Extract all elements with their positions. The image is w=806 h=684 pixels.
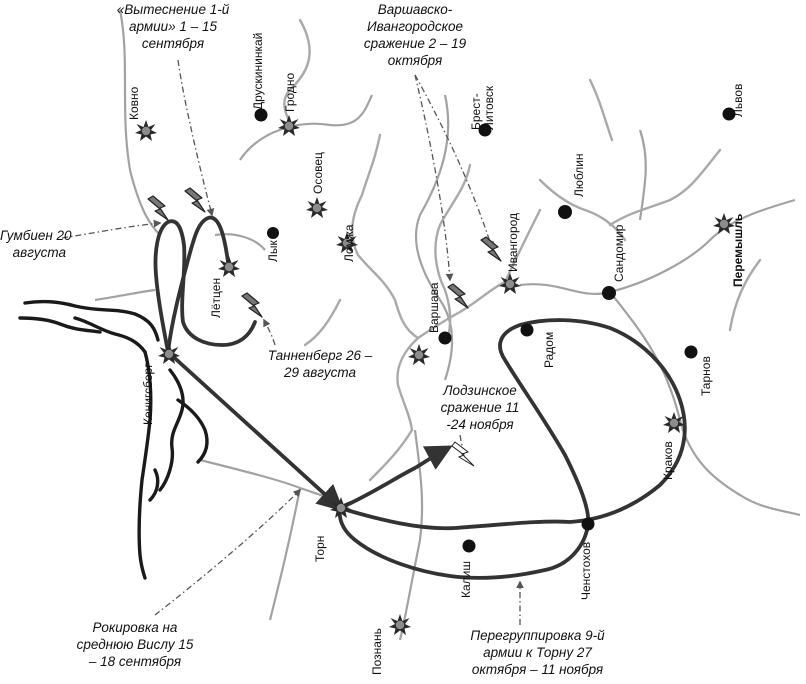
lyotsen-fortress-icon xyxy=(218,256,240,277)
annotation-varsh-ivang: Варшавско- Ивангородское сражение 2 – 19… xyxy=(363,2,467,68)
city-label-lublin: Люблин xyxy=(572,153,586,197)
city-label-poznan: Познань xyxy=(370,628,384,675)
city-label-peremyshl: Перемышль xyxy=(731,213,745,287)
city-label-grodno: Гродно xyxy=(283,72,297,112)
city-label-varshava: Варшава xyxy=(427,282,441,333)
army-routes xyxy=(153,215,687,580)
city-label-osovets: Осовец xyxy=(311,152,325,194)
city-label-sandomir: Сандомир xyxy=(612,224,626,282)
city-label-tarnov: Тарнов xyxy=(699,356,713,396)
frontier-lines xyxy=(94,9,801,641)
city-label-chenstokhov: Ченстохов xyxy=(579,541,593,600)
annotation-vytesnenie: «Вытеснение 1-й армии» 1 – 15 сентября xyxy=(116,2,230,51)
annotation-gumbinen: Гумбиен 20 августа xyxy=(0,228,72,260)
novogeorgievsk-fortress-icon xyxy=(408,344,430,365)
city-label-lyk: Лык xyxy=(266,240,280,262)
city-label-kalish: Калиш xyxy=(459,561,473,598)
city-label-radom: Радом xyxy=(542,331,556,368)
rivers xyxy=(283,18,762,482)
city-label-krakov: Краков xyxy=(661,441,675,480)
annotation-tannenberg: Танненберг 26 – 29 августа xyxy=(267,348,373,380)
annotation-peregruppirovka: Перегруппировка 9-й армии к Торну 27 окт… xyxy=(470,628,605,677)
city-dots xyxy=(254,107,736,553)
city-label-lomzha: Ломжа xyxy=(342,224,356,263)
city-label-kenigsberg: Кенигсберг xyxy=(141,363,155,425)
kovno-fortress-icon xyxy=(135,120,157,141)
osovets-fortress-icon xyxy=(306,197,328,218)
annotation-rokirovka: Рокировка на среднюю Вислу 15 – 18 сентя… xyxy=(76,620,194,669)
coastline xyxy=(18,299,209,580)
fortresses xyxy=(135,115,735,635)
leader-lines xyxy=(61,59,524,625)
city-label-kovno: Ковно xyxy=(127,86,141,120)
poznan-fortress-icon xyxy=(389,614,411,635)
city-label-brest: Брест- Литовск xyxy=(469,85,496,130)
city-label-druskininkai: Друскининкай xyxy=(251,32,265,110)
annotation-lodz: Лодзинское сражение 11 -24 ноября xyxy=(440,383,520,432)
city-label-ivangorod: Ивангород xyxy=(506,212,520,272)
battle-bolts xyxy=(147,187,502,467)
lodz-bolt-icon xyxy=(451,441,475,467)
city-label-lyotsen: Лётцен xyxy=(209,277,223,318)
city-label-torn: Торн xyxy=(313,535,327,562)
city-label-lvov: Львов xyxy=(731,83,745,117)
